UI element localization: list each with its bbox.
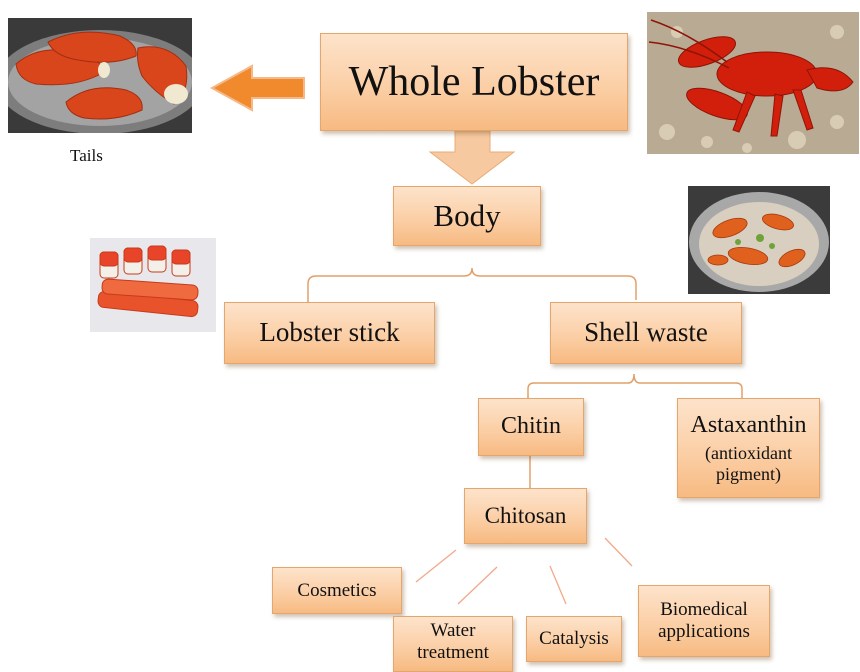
biomedical-label: Biomedical applications	[644, 599, 764, 643]
shell-waste-photo	[688, 186, 830, 294]
node-catalysis: Catalysis	[526, 616, 622, 662]
node-chitosan: Chitosan	[464, 488, 587, 544]
shell-waste-image	[688, 186, 830, 294]
crayfish-image	[647, 12, 859, 154]
tails-caption: Tails	[70, 146, 103, 166]
shell-waste-label: Shell waste	[584, 317, 708, 348]
left-arrow-icon	[212, 66, 304, 110]
node-chitin: Chitin	[478, 398, 584, 456]
catalysis-label: Catalysis	[539, 628, 609, 650]
crab-sticks-image	[90, 238, 216, 332]
node-water-treatment: Water treatment	[393, 616, 513, 672]
whole-lobster-label: Whole Lobster	[349, 58, 600, 106]
chitosan-label: Chitosan	[485, 503, 567, 529]
lobster-tails-photo	[8, 18, 192, 133]
node-biomedical: Biomedical applications	[638, 585, 770, 657]
lobster-stick-label: Lobster stick	[259, 317, 399, 348]
lobster-tails-image	[8, 18, 192, 133]
down-arrow-icon	[430, 131, 514, 184]
chitin-label: Chitin	[501, 413, 561, 441]
crab-sticks-photo	[90, 238, 216, 332]
node-lobster-stick: Lobster stick	[224, 302, 435, 364]
node-astaxanthin: Astaxanthin (antioxidant pigment)	[677, 398, 820, 498]
crayfish-photo	[647, 12, 859, 154]
shell-waste-branch-connector	[528, 374, 742, 398]
body-label: Body	[433, 198, 500, 234]
node-body: Body	[393, 186, 541, 246]
body-branch-connector	[308, 268, 636, 302]
chitosan-application-connectors	[416, 538, 632, 604]
node-cosmetics: Cosmetics	[272, 567, 402, 614]
astaxanthin-note: (antioxidant pigment)	[694, 443, 804, 484]
water-treatment-label: Water treatment	[403, 620, 503, 664]
node-whole-lobster: Whole Lobster	[320, 33, 628, 131]
node-shell-waste: Shell waste	[550, 302, 742, 364]
cosmetics-label: Cosmetics	[297, 580, 376, 602]
astaxanthin-label: Astaxanthin	[691, 412, 807, 440]
